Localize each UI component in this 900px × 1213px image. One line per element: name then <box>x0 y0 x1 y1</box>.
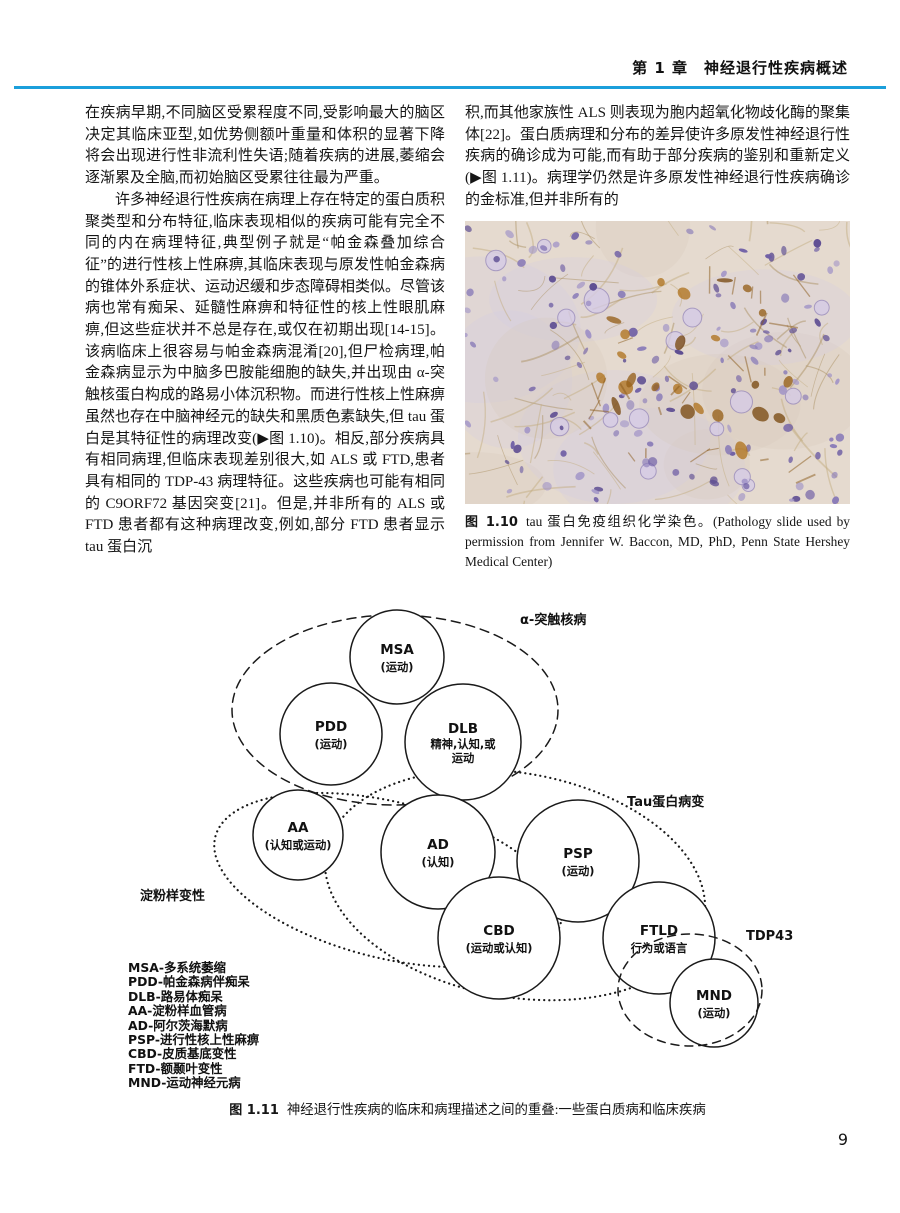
disease-circle-pdd <box>279 682 383 786</box>
header-rule <box>14 86 886 89</box>
legend-item: CBD-皮质基底变性 <box>128 1046 237 1062</box>
legend-item: MND-运动神经元病 <box>128 1075 241 1091</box>
pathology-slide-illustration <box>383 176 867 530</box>
disease-sub-label: 运动 <box>452 751 475 765</box>
group-ellipse-amyloid <box>213 791 563 969</box>
disease-sub-label: 行为或语言 <box>630 941 688 955</box>
disease-sub-label: (认知) <box>422 855 455 869</box>
disease-circle-ad <box>380 794 496 910</box>
pathology-image <box>383 176 867 530</box>
figure-1-10-label: 图 1.10 <box>465 514 518 530</box>
legend-item: AD-阿尔茨海默病 <box>128 1017 228 1033</box>
legend-item: PDD-帕金森病伴痴呆 <box>128 974 250 990</box>
figure-1-10-text: tau 蛋白免疫组织化学染色。(Pathology slide used by … <box>465 513 850 569</box>
disease-sub-label: (运动) <box>562 864 595 878</box>
disease-circle-cbd <box>437 876 561 1000</box>
disease-abbr-aa: AA <box>288 820 309 836</box>
disease-sub-label: (运动) <box>315 737 348 751</box>
disease-abbr-ftld: FTLD <box>640 923 678 939</box>
left-column: 在疾病早期,不同脑区受累程度不同,受影响最大的脑区决定其临床亚型,如优势侧额叶重… <box>85 103 445 571</box>
group-label-tau: Tau蛋白病变 <box>627 794 704 810</box>
paragraph-continuation: 积,而其他家族性 ALS 则表现为胞内超氧化物歧化酶的聚集体[22]。蛋白质病理… <box>465 105 850 208</box>
disease-sub-label: (运动或认知) <box>466 941 533 955</box>
legend-item: PSP-进行性核上性麻痹 <box>128 1032 260 1048</box>
legend-item: DLB-路易体痴呆 <box>128 988 223 1004</box>
disease-abbr-mnd: MND <box>696 988 732 1004</box>
disease-sub-label: 精神,认知,或 <box>430 737 496 751</box>
disease-sub-label: (认知或运动) <box>265 838 332 852</box>
disease-circle-aa <box>252 789 344 881</box>
paragraph-continuation: 在疾病早期,不同脑区受累程度不同,受影响最大的脑区决定其临床亚型,如优势侧额叶重… <box>85 105 445 187</box>
chapter-header: 第 1 章 神经退行性疾病概述 <box>632 59 848 77</box>
slide-background <box>465 220 850 504</box>
figure-1-11-label: 图 1.11 <box>229 1103 279 1118</box>
paragraph: 许多神经退行性疾病在病理上存在特定的蛋白质积聚类型和分布特征,临床表现相似的疾病… <box>85 191 446 556</box>
disease-abbr-cbd: CBD <box>483 923 514 939</box>
legend-item: MSA-多系统萎缩 <box>128 960 226 975</box>
disease-sub-label: (运动) <box>381 660 414 674</box>
right-column: 积,而其他家族性 ALS 则表现为胞内超氧化物歧化酶的聚集体[22]。蛋白质病理… <box>383 103 867 572</box>
legend-item: AA-淀粉样血管病 <box>128 1003 227 1019</box>
disease-circle-psp <box>516 799 640 923</box>
figure-1-11-text: 神经退行性疾病的临床和病理描述之间的重叠:一些蛋白质病和临床疾病 <box>286 1102 706 1117</box>
diagram-legend: MSA-多系统萎缩 PDD-帕金森病伴痴呆 DLB-路易体痴呆 AA-淀粉样血管… <box>128 960 260 1091</box>
disease-circle-msa <box>349 609 445 705</box>
group-label-amyloid: 淀粉样变性 <box>140 888 205 904</box>
page-number: 9 <box>837 1130 848 1149</box>
disease-abbr-dlb: DLB <box>448 721 478 737</box>
disease-abbr-ad: AD <box>427 837 449 853</box>
group-label-tdp43: TDP43 <box>746 929 793 944</box>
disease-abbr-pdd: PDD <box>315 719 347 735</box>
group-ellipse-tdp43 <box>617 933 763 1047</box>
disease-circle-mnd <box>669 958 759 1048</box>
disease-abbr-psp: PSP <box>563 846 593 862</box>
group-label-alpha-synuclein: α-突触核病 <box>520 612 586 628</box>
legend-item: FTD-额颞叶变性 <box>128 1060 223 1076</box>
figure-1-11-caption: 图 1.11 神经退行性疾病的临床和病理描述之间的重叠:一些蛋白质病和临床疾病 <box>85 1098 850 1118</box>
body-columns: 在疾病早期,不同脑区受累程度不同,受影响最大的脑区决定其临床亚型,如优势侧额叶重… <box>85 103 867 572</box>
disease-abbr-msa: MSA <box>380 642 414 658</box>
disease-sub-label: (运动) <box>698 1006 731 1020</box>
